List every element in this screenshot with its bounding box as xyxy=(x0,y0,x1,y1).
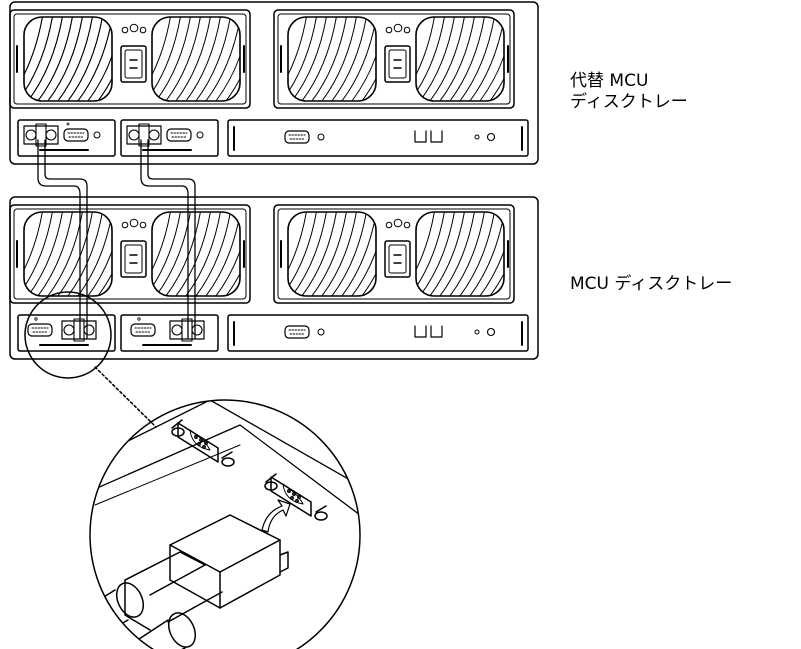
lower-controller-row xyxy=(17,314,529,352)
lower-disk-tray xyxy=(9,196,539,360)
upper-tray-label-line2: ディスクトレー xyxy=(570,92,688,112)
serial-connector-icon xyxy=(171,419,235,467)
upper-controller-row xyxy=(17,119,529,157)
upper-disk-tray xyxy=(9,1,539,165)
cable-plug-icon xyxy=(90,514,289,649)
lower-tray-label: MCU ディスクトレー xyxy=(570,274,733,294)
loop-cables xyxy=(37,139,196,339)
upper-tray-label-line1: 代替 MCU xyxy=(570,71,649,91)
arrow-icon xyxy=(261,499,291,533)
zoomed-connector-detail xyxy=(90,400,360,649)
serial-connector-icon xyxy=(264,473,328,521)
